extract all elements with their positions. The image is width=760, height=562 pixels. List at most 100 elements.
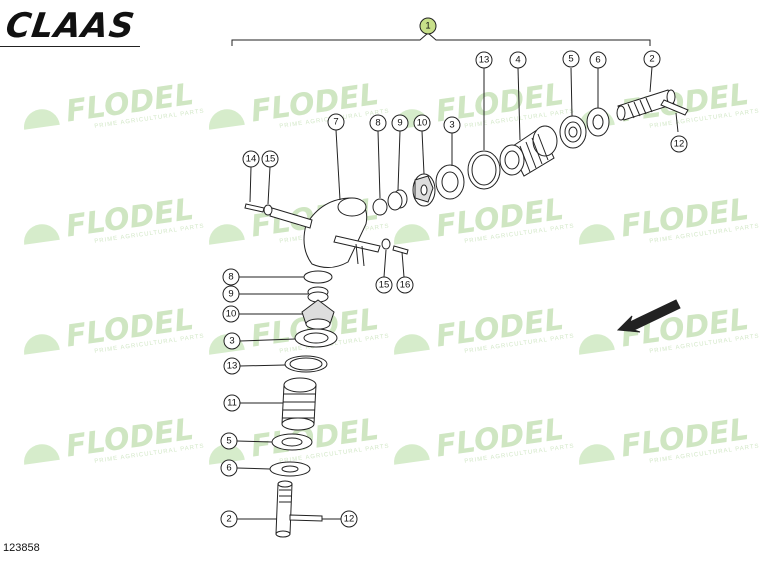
- drawing-number: 123858: [3, 542, 40, 554]
- svg-text:5: 5: [226, 436, 231, 447]
- svg-text:14: 14: [246, 154, 257, 165]
- watermark-logo-icon: [24, 444, 60, 465]
- top-shaft: [616, 89, 676, 121]
- watermark-logo-icon: [394, 334, 430, 355]
- callout-stack-5: 5: [220, 432, 273, 450]
- top-pin: [660, 99, 689, 133]
- top-bearing-3: [435, 164, 465, 200]
- stack-pin-12: [289, 514, 323, 522]
- direction-arrow: [616, 299, 681, 333]
- stack-bearing-5: [271, 433, 313, 451]
- left-bolt: [244, 203, 273, 216]
- watermark-logo-icon: [209, 444, 245, 465]
- callout-right-16: 16: [396, 251, 414, 294]
- svg-text:15: 15: [265, 154, 276, 165]
- svg-text:10: 10: [417, 118, 428, 129]
- callout-left-15: 15: [261, 150, 279, 205]
- callout-stack-13: 13: [223, 357, 286, 375]
- callout-bottom-pin-12: 12: [322, 510, 358, 528]
- stack-shaft-2: [275, 480, 293, 538]
- top-washer: [586, 107, 610, 137]
- logo-underline: [0, 46, 140, 47]
- watermark-logo-icon: [579, 444, 615, 465]
- callout-stack-2: 2: [220, 510, 277, 528]
- watermark-logo-icon: [24, 334, 60, 355]
- svg-text:12: 12: [344, 514, 355, 525]
- svg-text:16: 16: [400, 280, 411, 291]
- top-bevel-gear: [412, 173, 436, 207]
- top-ring-8: [372, 198, 388, 216]
- callout-upper-3: 3: [443, 116, 461, 166]
- callout-stack-10: 10: [222, 305, 303, 323]
- stack-ring-13: [284, 355, 328, 373]
- svg-text:6: 6: [595, 55, 600, 66]
- svg-text:8: 8: [375, 118, 380, 129]
- callout-stack-8: 8: [222, 268, 304, 286]
- svg-text:5: 5: [568, 54, 573, 65]
- top-sleeve: [499, 125, 558, 177]
- callout-stack-11: 11: [223, 394, 283, 412]
- callout-top-2: 2: [643, 50, 661, 93]
- top-ring: [467, 150, 501, 190]
- watermark-logo-icon: [579, 334, 615, 355]
- parts-drawing: [231, 32, 689, 538]
- callout-housing-7: 7: [327, 113, 345, 201]
- svg-text:7: 7: [333, 117, 338, 128]
- callout-upper-9: 9: [391, 114, 409, 191]
- stack-sleeve-11: [281, 377, 317, 431]
- callout-top-4: 4: [509, 51, 527, 141]
- stack-bearing-3: [294, 328, 338, 348]
- svg-text:3: 3: [229, 336, 234, 347]
- svg-text:9: 9: [397, 118, 402, 129]
- watermark-logo-icon: [24, 224, 60, 245]
- callout-top-5: 5: [562, 50, 580, 117]
- svg-text:8: 8: [228, 272, 233, 283]
- svg-text:3: 3: [449, 120, 454, 131]
- svg-text:2: 2: [649, 54, 654, 65]
- svg-text:9: 9: [228, 289, 233, 300]
- svg-text:6: 6: [226, 463, 231, 474]
- callout-top-13: 13: [475, 51, 493, 150]
- callout-upper-8: 8: [369, 114, 387, 199]
- stack-bevel-gear: [301, 299, 335, 330]
- stack-ring-8: [303, 270, 333, 284]
- svg-text:1: 1: [425, 21, 430, 32]
- callout-upper-10: 10: [413, 114, 431, 175]
- svg-text:4: 4: [515, 55, 520, 66]
- callout-stack-3: 3: [223, 332, 296, 350]
- assembly-bracket: [231, 32, 651, 46]
- svg-text:13: 13: [227, 361, 238, 372]
- callout-assembly: 1: [419, 17, 437, 35]
- callout-top-pin-12: 12: [670, 135, 688, 153]
- svg-text:2: 2: [226, 514, 231, 525]
- svg-text:11: 11: [227, 398, 237, 409]
- watermark-logo-icon: [394, 224, 430, 245]
- svg-text:10: 10: [226, 309, 237, 320]
- callout-top-6: 6: [589, 51, 607, 108]
- svg-text:13: 13: [479, 55, 490, 66]
- svg-text:12: 12: [674, 139, 685, 150]
- svg-text:15: 15: [379, 280, 390, 291]
- watermark-logo-icon: [579, 224, 615, 245]
- watermark-logo-icon: [394, 444, 430, 465]
- watermark-logo-icon: [209, 224, 245, 245]
- top-bearing: [559, 115, 587, 149]
- callout-layer: 1 13 4 5 6: [220, 17, 688, 528]
- callout-stack-6: 6: [220, 459, 271, 477]
- watermark-logo-icon: [209, 109, 245, 130]
- callout-left-14: 14: [242, 150, 260, 203]
- watermark-logo-icon: [24, 109, 60, 130]
- callout-right-15: 15: [375, 249, 393, 294]
- stack-washer-6: [269, 461, 311, 477]
